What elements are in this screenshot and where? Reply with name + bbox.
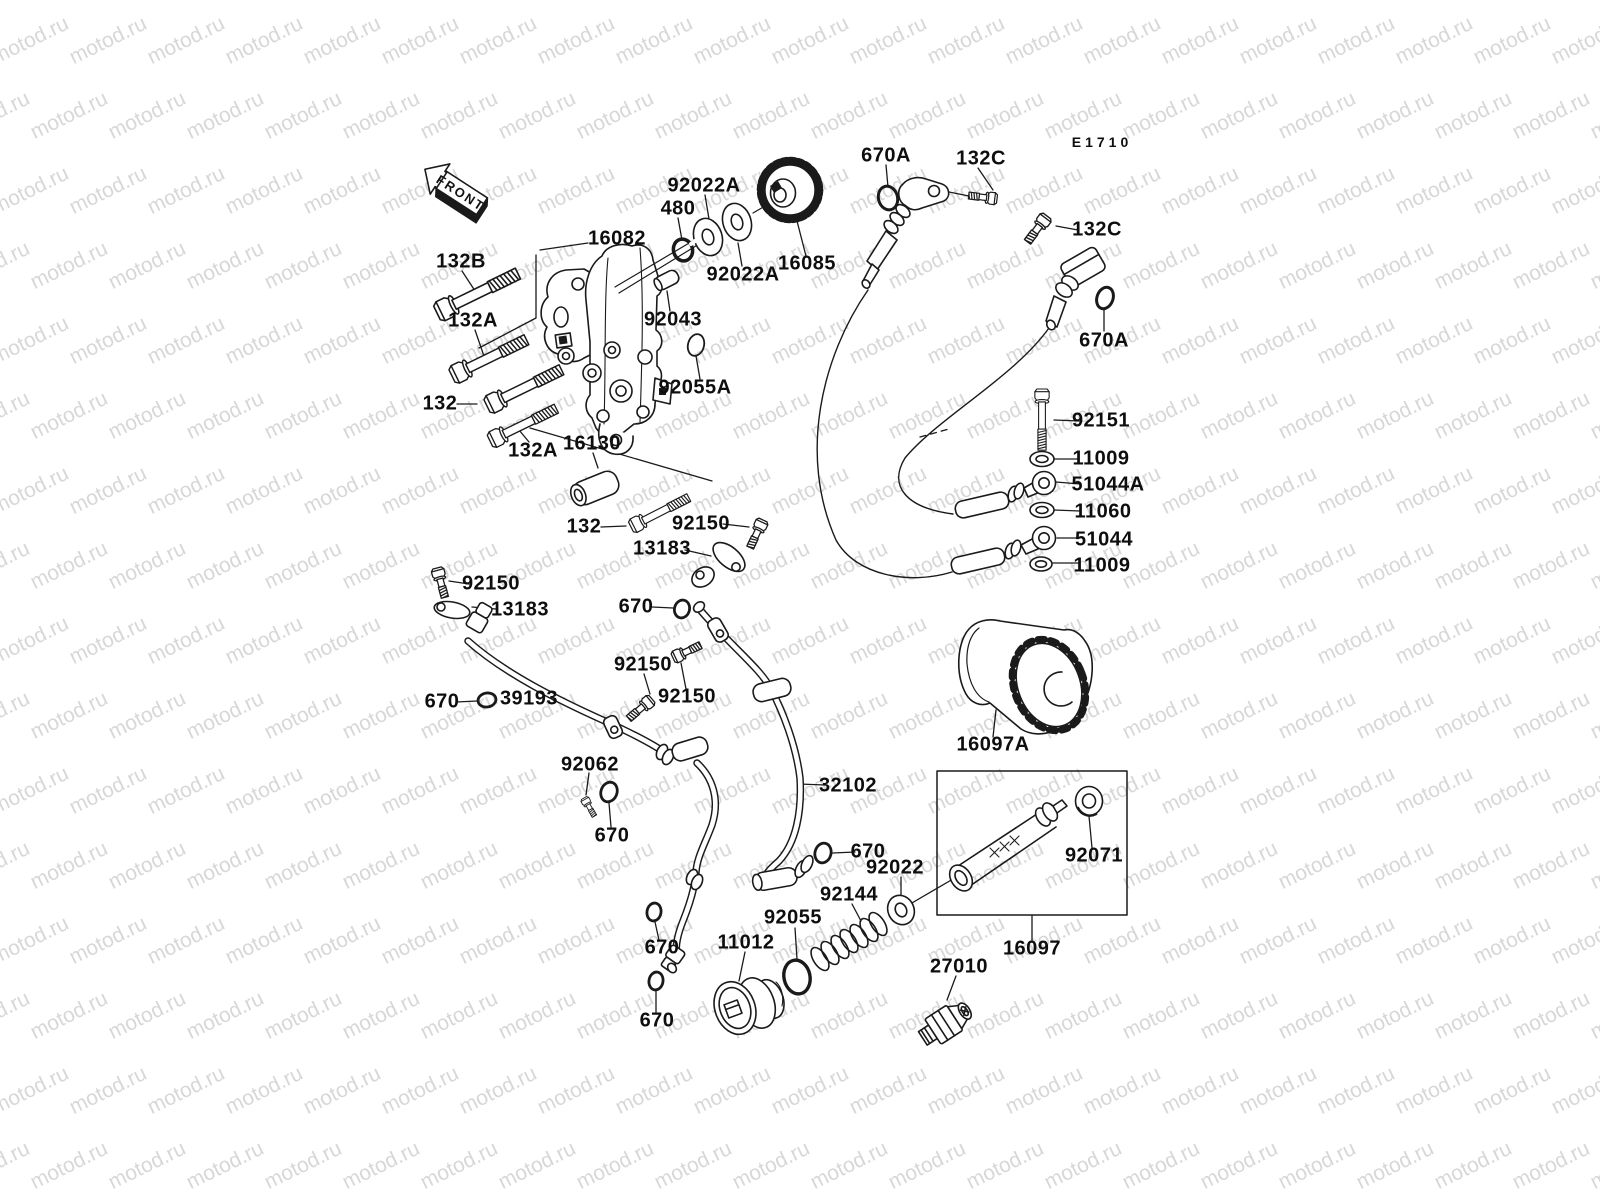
bolt-92150-c xyxy=(623,693,657,725)
thrust-washer-92022A-2 xyxy=(721,202,753,242)
pipe-39193-fittings xyxy=(465,601,709,974)
dowel-92043 xyxy=(653,269,680,292)
front-arrow: FRONT xyxy=(424,163,489,224)
pipe-32102 xyxy=(692,601,814,892)
ring-92071 xyxy=(1074,785,1104,817)
oil-hoses xyxy=(816,289,1050,579)
oil-line-fitting-right xyxy=(1045,246,1106,331)
strainer-tube xyxy=(948,799,1068,892)
washer-92022 xyxy=(886,894,916,926)
banjo-51044A xyxy=(954,470,1057,519)
banjo-51044 xyxy=(950,525,1057,575)
spacer-16130 xyxy=(569,470,620,507)
pipe-39193 xyxy=(464,637,672,759)
oring-92055 xyxy=(782,958,812,996)
bolt-132C-1 xyxy=(967,188,999,206)
screw-92062 xyxy=(579,795,599,819)
bolt-92151 xyxy=(1034,388,1050,451)
pipe-junction-down xyxy=(672,759,719,961)
bolt-132C-2 xyxy=(1021,211,1054,247)
cap-11012 xyxy=(713,977,785,1036)
bolt-132-2 xyxy=(626,490,693,535)
bolt-92150-b xyxy=(430,565,452,600)
washer-11060 xyxy=(1029,501,1055,519)
oring-670-d xyxy=(813,841,833,865)
oil-pump-body xyxy=(540,243,673,456)
oil-filter-16097A xyxy=(957,619,1094,735)
plate-13183-a xyxy=(712,541,746,573)
bolt-132B xyxy=(431,263,524,324)
gear-16085 xyxy=(756,156,824,224)
bolt-132A-1 xyxy=(447,330,532,386)
oring-670-f xyxy=(647,970,665,992)
oring-670A-2 xyxy=(1095,285,1115,311)
bolt-92150-d xyxy=(669,638,704,665)
bolt-92150-a xyxy=(743,516,770,551)
oring-670-a xyxy=(672,598,692,620)
oil-line-fitting-left xyxy=(861,176,950,289)
oring-92055A xyxy=(686,333,706,357)
snap-ring-480 xyxy=(671,237,697,263)
oring-670A-1 xyxy=(876,184,900,212)
thrust-washer-92022A-1 xyxy=(692,217,724,257)
washer-11009-b xyxy=(1029,556,1053,572)
plate-13183-b xyxy=(433,600,471,620)
oring-670-c xyxy=(599,780,619,804)
switch-27010 xyxy=(917,1002,973,1046)
banjo-under-plate xyxy=(691,566,715,588)
spring-92144 xyxy=(810,911,888,972)
oring-670-e xyxy=(645,901,663,923)
oring-670-b xyxy=(476,691,498,709)
parts-box-16097 xyxy=(936,770,1128,916)
washer-11009-a xyxy=(1029,450,1055,468)
